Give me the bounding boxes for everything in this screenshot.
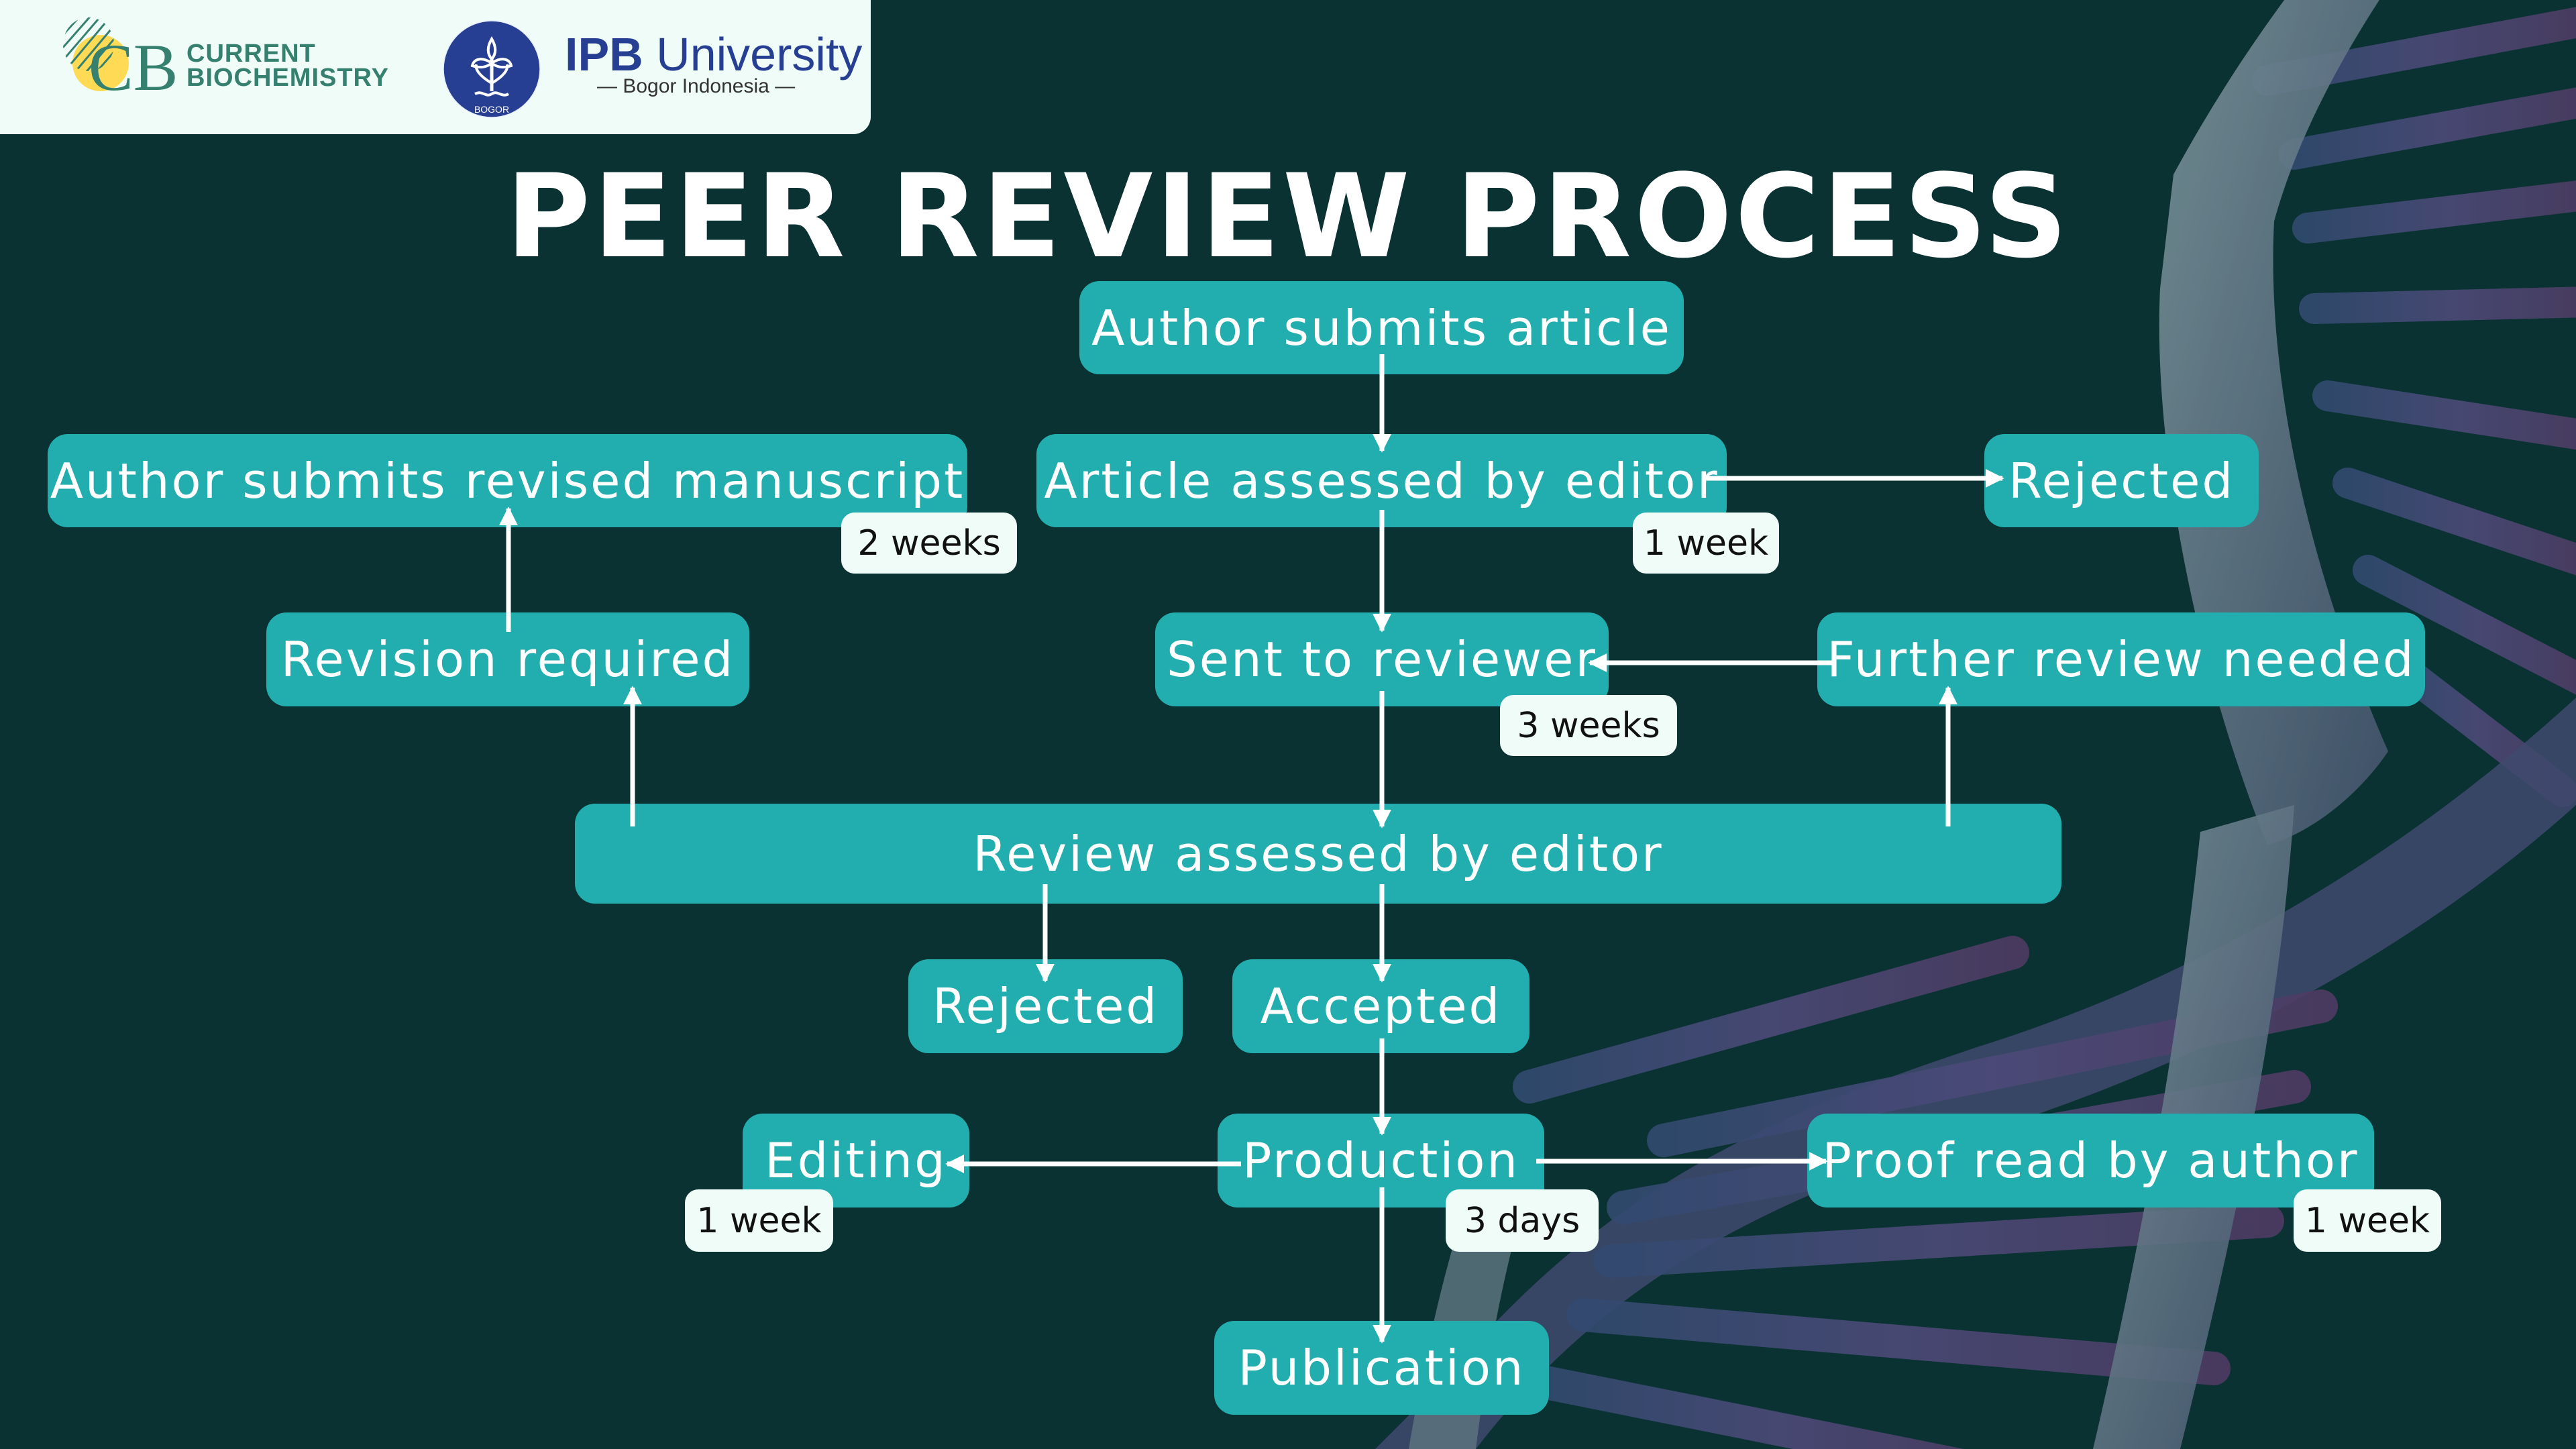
node-label: Sent to reviewer — [1167, 631, 1597, 688]
node-label: Editing — [765, 1132, 947, 1189]
node-label: Revision required — [280, 631, 735, 688]
university-name: IPB University — [565, 30, 862, 79]
svg-text:CB: CB — [89, 30, 178, 105]
node-label: Accepted — [1260, 978, 1502, 1034]
node-rejected-initial: Rejected — [1984, 434, 2259, 527]
university-name-bold: IPB — [565, 28, 643, 80]
node-label: Rejected — [2008, 452, 2235, 509]
node-label: Review assessed by editor — [973, 825, 1664, 882]
duration-badge-proof-reading: 1 week — [2294, 1189, 2441, 1252]
node-author-submits-revised-manuscript: Author submits revised manuscript — [48, 434, 967, 527]
node-proof-read-by-author: Proof read by author — [1807, 1114, 2374, 1208]
node-label: Article assessed by editor — [1044, 452, 1719, 509]
node-label: Author submits revised manuscript — [50, 452, 965, 509]
node-label: Further review needed — [1827, 631, 2416, 688]
node-review-assessed-by-editor: Review assessed by editor — [575, 804, 2061, 904]
journal-name-line2: BIOCHEMISTRY — [186, 64, 389, 92]
duration-badge-revised-manuscript: 2 weeks — [841, 513, 1017, 574]
node-author-submits-article: Author submits article — [1079, 281, 1684, 374]
node-accepted: Accepted — [1232, 959, 1529, 1053]
node-further-review-needed: Further review needed — [1817, 612, 2425, 706]
node-rejected-after-review: Rejected — [908, 959, 1183, 1053]
journal-name-line1: CURRENT — [186, 40, 316, 68]
node-revision-required: Revision required — [266, 612, 749, 706]
node-label: Production — [1242, 1132, 1520, 1189]
page-title: PEER REVIEW PROCESS — [506, 149, 2070, 284]
duration-badge-review: 3 weeks — [1500, 695, 1677, 756]
node-label: Proof read by author — [1822, 1132, 2359, 1189]
node-sent-to-reviewer: Sent to reviewer — [1155, 612, 1609, 706]
university-name-rest: University — [643, 28, 863, 80]
current-biochemistry-logo-icon: CB — [63, 17, 178, 105]
duration-badge-editing: 1 week — [685, 1189, 833, 1252]
logo-banner: CB CURRENT BIOCHEMISTRY BOGOR IPB Univer… — [0, 0, 871, 134]
node-article-assessed-by-editor: Article assessed by editor — [1036, 434, 1727, 527]
duration-badge-editor-assessment: 1 week — [1633, 513, 1779, 574]
university-location: — Bogor Indonesia — — [597, 75, 796, 97]
node-label: Publication — [1238, 1340, 1525, 1396]
svg-text:BOGOR: BOGOR — [474, 104, 509, 115]
node-label: Author submits article — [1091, 299, 1672, 356]
duration-badge-production: 3 days — [1446, 1189, 1599, 1252]
node-label: Rejected — [932, 978, 1159, 1034]
ipb-seal-icon: BOGOR — [443, 20, 541, 118]
journal-name: CURRENT BIOCHEMISTRY — [186, 40, 389, 92]
node-publication: Publication — [1214, 1321, 1549, 1415]
